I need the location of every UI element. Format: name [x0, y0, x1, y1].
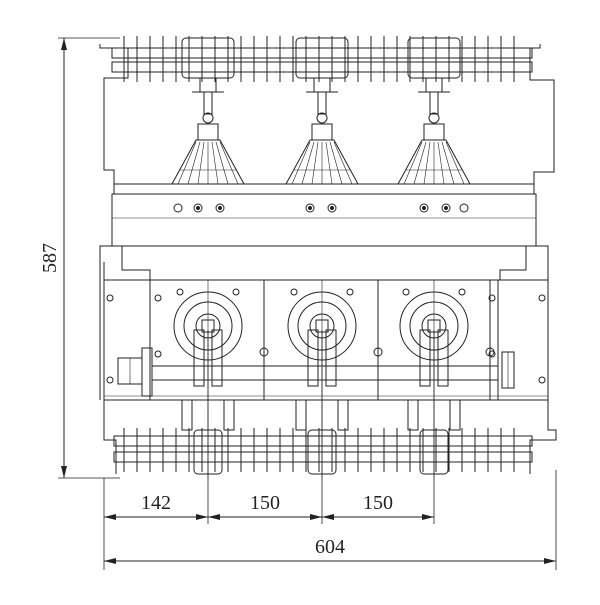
lower-post: [181, 399, 193, 431]
linkage-arm: [193, 329, 205, 387]
bottom-terminal: [307, 429, 337, 475]
support-insulator: [285, 139, 359, 185]
pole-assembly: [285, 37, 383, 478]
support-insulator: [397, 139, 471, 185]
outer-frame: [99, 44, 557, 474]
pole-offset-label: 142: [141, 492, 171, 514]
poles-group: [171, 37, 495, 478]
rod-eye: [428, 112, 440, 124]
rod-eye: [202, 112, 214, 124]
terminal-stem: [313, 77, 331, 93]
lower-post: [337, 399, 349, 431]
bottom-terminal: [419, 429, 449, 475]
pole-pitch-2-label: 150: [363, 492, 393, 514]
linkage-arm: [211, 329, 223, 387]
terminal-stem: [425, 77, 443, 93]
pole-assembly: [171, 37, 269, 478]
height-label: 587: [39, 243, 61, 273]
insulator-rod: [203, 91, 213, 115]
linkage-arm: [419, 329, 431, 387]
left-mechanism: [117, 347, 153, 397]
upper-plate-holes: [173, 203, 469, 213]
pole-assembly: [397, 37, 495, 478]
top-contact-comb: [111, 36, 533, 82]
support-insulator: [171, 139, 245, 185]
bottom-contact-comb: [113, 428, 533, 472]
rod-clamp: [311, 123, 333, 141]
lower-plate-holes: [106, 294, 546, 384]
insulator-rod: [317, 91, 327, 115]
lower-post: [295, 399, 307, 431]
linkage-arm: [307, 329, 319, 387]
linkage-arm: [437, 329, 449, 387]
pole-pitch-1-label: 150: [250, 492, 280, 514]
rod-clamp: [197, 123, 219, 141]
lower-post: [407, 399, 419, 431]
drive-shaft: [151, 365, 499, 381]
right-mechanism: [501, 351, 515, 389]
rod-clamp: [423, 123, 445, 141]
dimension-height: 587: [39, 37, 120, 479]
lower-post: [449, 399, 461, 431]
bottom-terminal: [193, 429, 223, 475]
insulator-rod: [429, 91, 439, 115]
rod-eye: [316, 112, 328, 124]
total-width-label: 604: [315, 536, 345, 558]
lower-post: [223, 399, 235, 431]
linkage-arm: [325, 329, 337, 387]
